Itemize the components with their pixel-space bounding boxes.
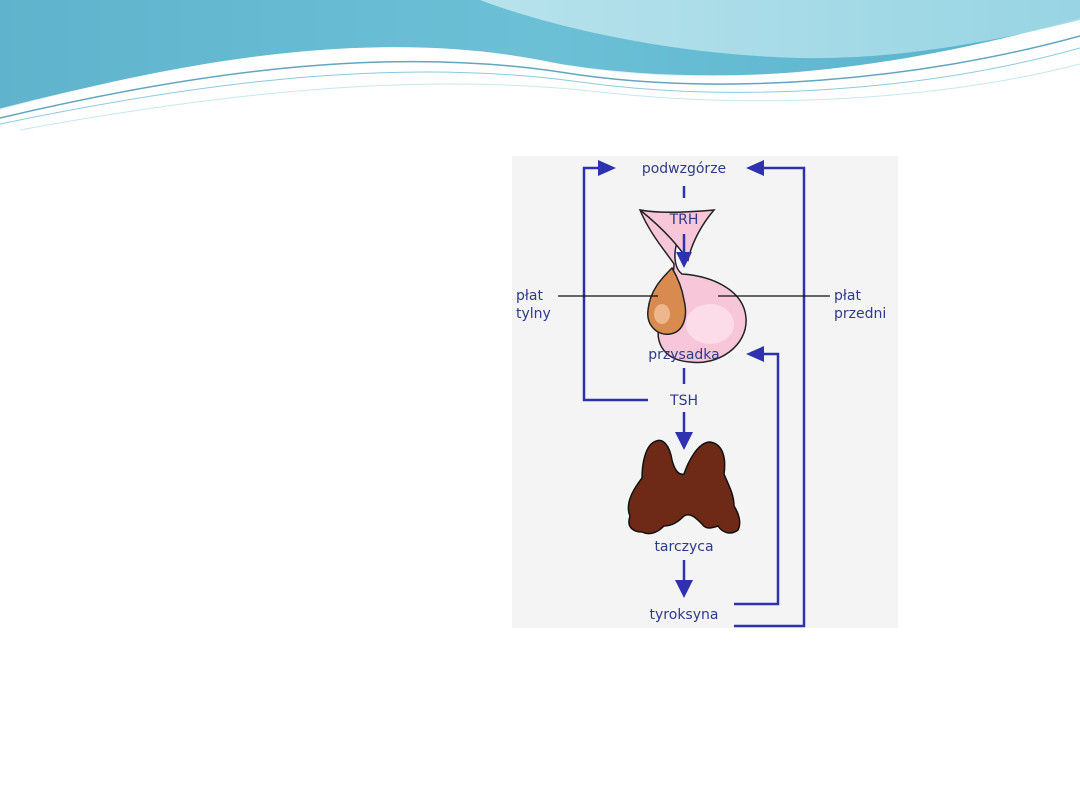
anterior-lobe-highlight [686,304,734,344]
banner-wave-thin-2 [0,47,1080,125]
posterior-lobe-highlight [654,304,670,324]
label-anterior-lobe-line1: płat [834,288,861,304]
banner-wave-thin-1 [0,35,1080,119]
header-wave-banner [0,0,1080,131]
arrowhead-right-inner-loop [746,346,764,362]
thyroid-gland [627,439,741,535]
arrowhead-trh [676,252,692,268]
label-thyroid: tarczyca [654,539,713,555]
label-thyroxine: tyroksyna [650,607,719,623]
pituitary-stalk [639,209,716,262]
banner-wave-light [480,0,1080,59]
arrowheads-center [675,252,693,598]
thyroid-axis-diagram: podwzgórze TRH płat tylny płat przedni p… [512,156,898,628]
feedback-loop-thyroxine-to-hypothalamus [734,160,806,628]
banner-wave-highlight [0,26,1080,112]
label-posterior-lobe-line2: tylny [516,306,551,322]
label-anterior-lobe-line2: przedni [834,306,886,322]
label-posterior-lobe-line1: płat [516,288,543,304]
feedback-loop-thyroxine-to-pituitary [734,346,780,606]
label-trh: TRH [669,212,699,228]
diagram-canvas: podwzgórze TRH płat tylny płat przedni p… [516,160,886,628]
label-tsh: TSH [669,393,698,409]
banner-wave-thin-3 [19,63,1080,131]
arrowhead-right-outer-loop [746,160,764,176]
arrowhead-thyroxine [675,580,693,598]
feedback-loop-tsh-to-hypothalamus [582,160,648,402]
label-pituitary: przysadka [648,347,719,363]
label-hypothalamus: podwzgórze [642,161,726,177]
arrowhead-thyroid [675,432,693,450]
arrowhead-left-loop [598,160,616,176]
